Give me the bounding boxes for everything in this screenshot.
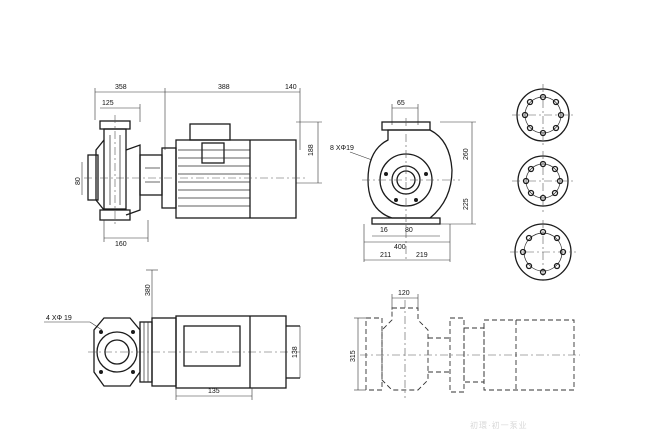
- dim-side-base-width: 160: [115, 241, 127, 248]
- flange-views: [510, 84, 576, 284]
- dim-outline-height: 315: [350, 350, 357, 362]
- dim-side-suction-offset: 125: [102, 100, 114, 107]
- flange-lower: [510, 220, 576, 284]
- dim-front-bolt-holes: 8 XΦ19: [330, 145, 354, 152]
- dim-top-motor-height: 138: [292, 346, 299, 358]
- dim-side-flange-height: 80: [75, 177, 82, 185]
- dim-front-foot-b: 80: [405, 227, 413, 234]
- dim-side-overall-left: 358: [115, 84, 127, 91]
- dim-side-fan-length: 140: [285, 84, 297, 91]
- dim-top-foot-length: 135: [208, 388, 220, 395]
- dim-front-half-left: 211: [380, 252, 391, 259]
- front-view: 65 8 XΦ19 260 225 16 80 400 211 219: [330, 100, 476, 262]
- motor-cooling-fins: [178, 149, 250, 207]
- flange-upper: [512, 84, 574, 146]
- dim-top-bolt-holes: 4 XΦ 19: [46, 315, 72, 322]
- dim-front-height-upper: 260: [463, 148, 470, 160]
- outline-view: 120 315: [350, 290, 580, 398]
- dim-front-foot-a: 16: [380, 227, 388, 234]
- dim-top-height: 380: [145, 284, 152, 296]
- watermark-text: 初環·初一泵业: [470, 420, 528, 430]
- dim-outline-top-width: 120: [398, 290, 410, 297]
- dim-side-height-right: 188: [308, 144, 315, 156]
- dim-front-half-right: 219: [416, 252, 428, 259]
- dim-front-base-width: 400: [394, 244, 406, 251]
- dim-front-outlet-width: 65: [397, 100, 405, 107]
- top-view: 380 4 XΦ 19 138 135: [44, 269, 301, 400]
- dim-side-motor-length: 388: [218, 84, 230, 91]
- flange-middle: [512, 151, 574, 212]
- dim-front-height-lower: 225: [463, 198, 470, 210]
- side-view: 358 388 140 125 188 80 160: [75, 84, 322, 248]
